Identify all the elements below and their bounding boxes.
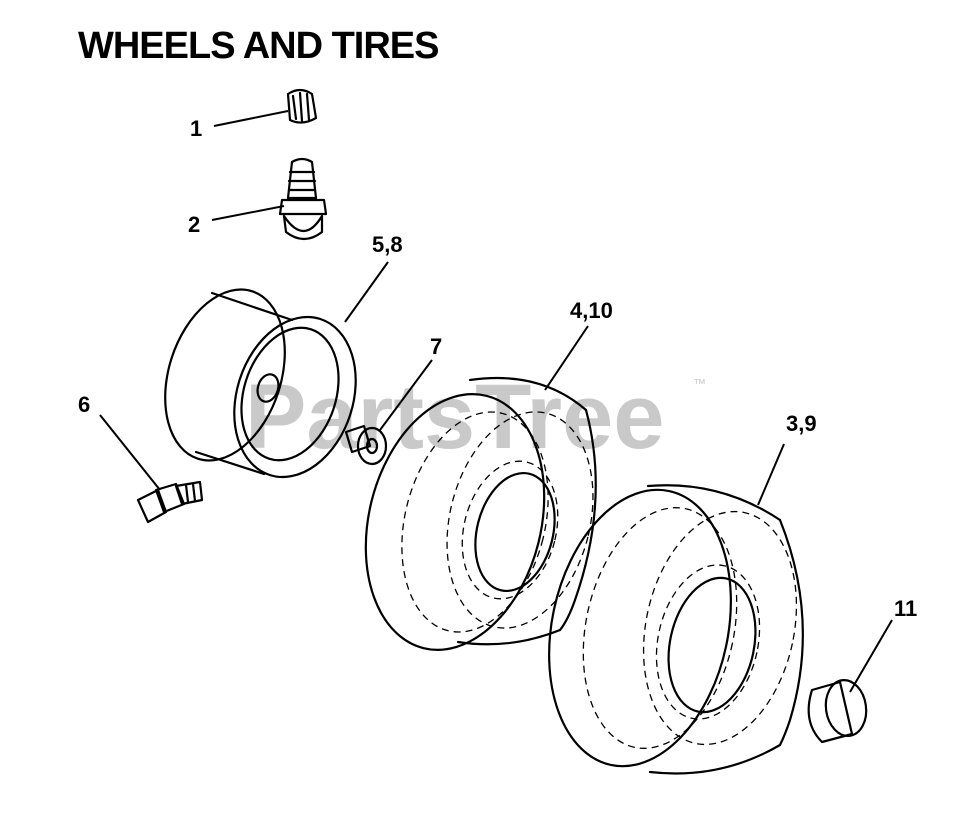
- leader-11: [849, 619, 893, 693]
- leader-6: [99, 414, 161, 491]
- callout-6[interactable]: 6: [78, 392, 90, 417]
- callout-5-8[interactable]: 5,8: [372, 232, 403, 257]
- watermark-text: PartsTree: [245, 366, 664, 468]
- spacer-part[interactable]: [344, 424, 388, 466]
- callout-1[interactable]: 1: [190, 116, 202, 141]
- leader-4-10: [544, 325, 589, 391]
- rear-tire-part[interactable]: [525, 473, 817, 783]
- callout-11[interactable]: 11: [894, 596, 917, 621]
- leader-3-9: [757, 443, 785, 506]
- leader-1: [213, 110, 289, 127]
- watermark-trademark: ™: [693, 376, 706, 391]
- leader-2: [211, 205, 285, 221]
- leader-7: [379, 359, 433, 431]
- diagram-title: WHEELS AND TIRES: [78, 25, 439, 67]
- leader-5-8: [344, 261, 389, 323]
- hub-cap-part[interactable]: [807, 677, 870, 744]
- valve-stem-part[interactable]: [278, 157, 328, 241]
- callout-3-9[interactable]: 3,9: [786, 411, 817, 436]
- callout-4-10[interactable]: 4,10: [570, 298, 613, 323]
- grease-fitting-part[interactable]: [136, 480, 204, 524]
- rim-part[interactable]: [145, 274, 376, 493]
- callout-2[interactable]: 2: [188, 212, 200, 237]
- valve-cap-part[interactable]: [286, 88, 318, 124]
- callout-7[interactable]: 7: [430, 334, 442, 359]
